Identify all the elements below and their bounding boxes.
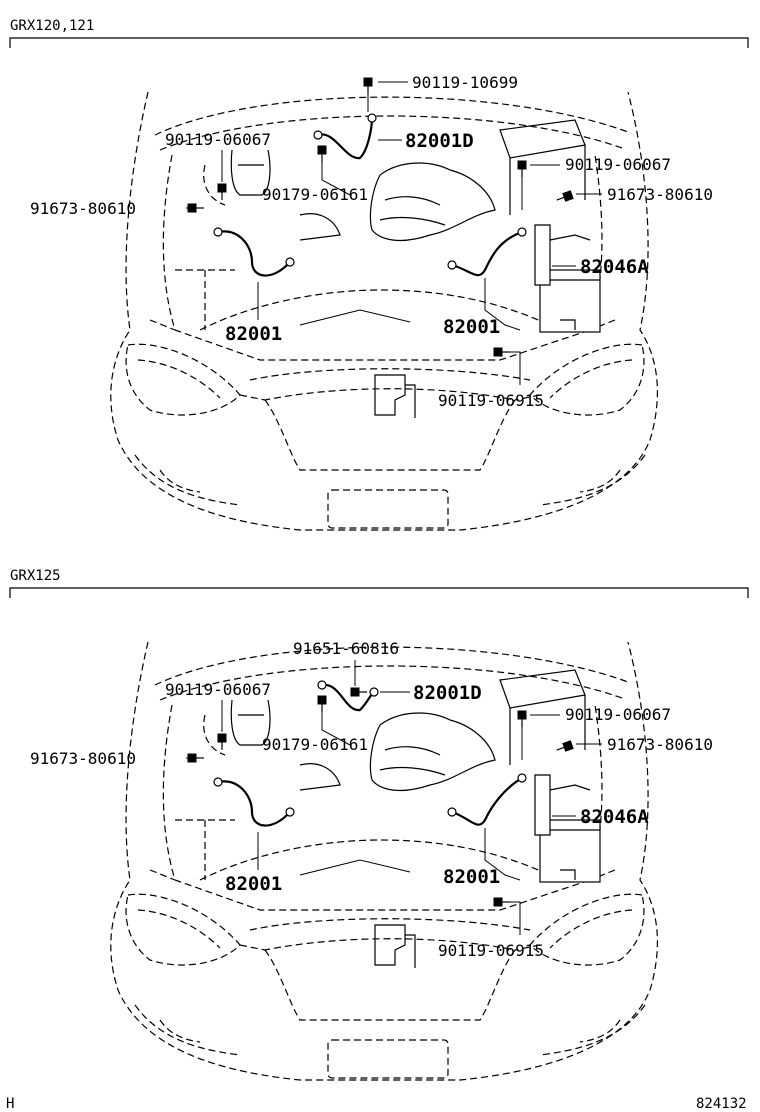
wire-82001-right xyxy=(451,230,523,277)
label-wire-right: 82001 xyxy=(443,316,500,338)
terminal-icon xyxy=(517,227,527,237)
terminal-icon xyxy=(447,807,457,817)
footer-left-code: H xyxy=(6,1096,14,1112)
terminal-icon xyxy=(369,687,379,697)
bolt-icon xyxy=(217,183,227,201)
terminal-icon xyxy=(285,807,295,817)
label-bolt-left: 90119-06067 xyxy=(165,680,271,699)
label-bolt-far-left: 91673-80610 xyxy=(30,199,136,218)
terminal-icon xyxy=(517,773,527,783)
wire-82001-right xyxy=(451,777,523,826)
section-bracket xyxy=(9,587,749,598)
wire-82001-left xyxy=(217,780,291,827)
label-wire-right: 82001 xyxy=(443,866,500,888)
bolt-icon xyxy=(217,733,227,751)
label-bolt-far-left: 91673-80610 xyxy=(30,749,136,768)
relay-bracket-arm xyxy=(549,234,591,241)
section-header: GRX125 xyxy=(10,568,61,584)
label-wire-d: 82001D xyxy=(405,130,474,152)
section-header: GRX120,121 xyxy=(10,18,94,34)
diagram-number: 824132 xyxy=(696,1096,747,1112)
terminal-icon xyxy=(285,257,295,267)
section-grx120-121: GRX120,121 90119 xyxy=(9,18,749,531)
label-relay: 82046A xyxy=(580,256,649,278)
label-bolt-right: 90119-06067 xyxy=(565,155,671,174)
label-bolt-mid: 90179-06161 xyxy=(262,735,368,754)
label-wire-left: 82001 xyxy=(225,873,282,895)
bolt-icon xyxy=(350,687,368,697)
terminal-icon xyxy=(367,113,377,123)
label-relay: 82046A xyxy=(580,806,649,828)
wire-82001-left xyxy=(217,230,291,277)
label-bolt-bottom: 90119-06915 xyxy=(438,391,544,410)
terminal-icon xyxy=(213,777,223,787)
terminal-icon xyxy=(317,680,327,690)
section-grx125: GRX125 xyxy=(9,568,749,1081)
label-bolt-bottom: 90119-06915 xyxy=(438,941,544,960)
bolt-icon xyxy=(554,190,574,205)
relay-bracket-arm xyxy=(549,784,591,791)
label-bolt-right: 90119-06067 xyxy=(565,705,671,724)
bolt-icon xyxy=(554,740,574,755)
label-bolt-top: 91651-60816 xyxy=(293,639,399,658)
label-bolt-far-right: 91673-80610 xyxy=(607,185,713,204)
label-bolt-left: 90119-06067 xyxy=(165,130,271,149)
terminal-icon xyxy=(213,227,223,237)
relay-bracket xyxy=(534,774,551,836)
terminal-icon xyxy=(313,130,323,140)
label-bolt-far-right: 91673-80610 xyxy=(607,735,713,754)
section-bracket xyxy=(9,37,749,48)
label-bolt-mid: 90179-06161 xyxy=(262,185,368,204)
label-bolt-top: 90119-10699 xyxy=(412,73,518,92)
label-wire-d: 82001D xyxy=(413,682,482,704)
label-wire-left: 82001 xyxy=(225,323,282,345)
terminal-icon xyxy=(447,260,457,270)
wire-82001d xyxy=(321,683,375,712)
relay-bracket xyxy=(534,224,551,286)
wire-82001d xyxy=(317,117,374,160)
